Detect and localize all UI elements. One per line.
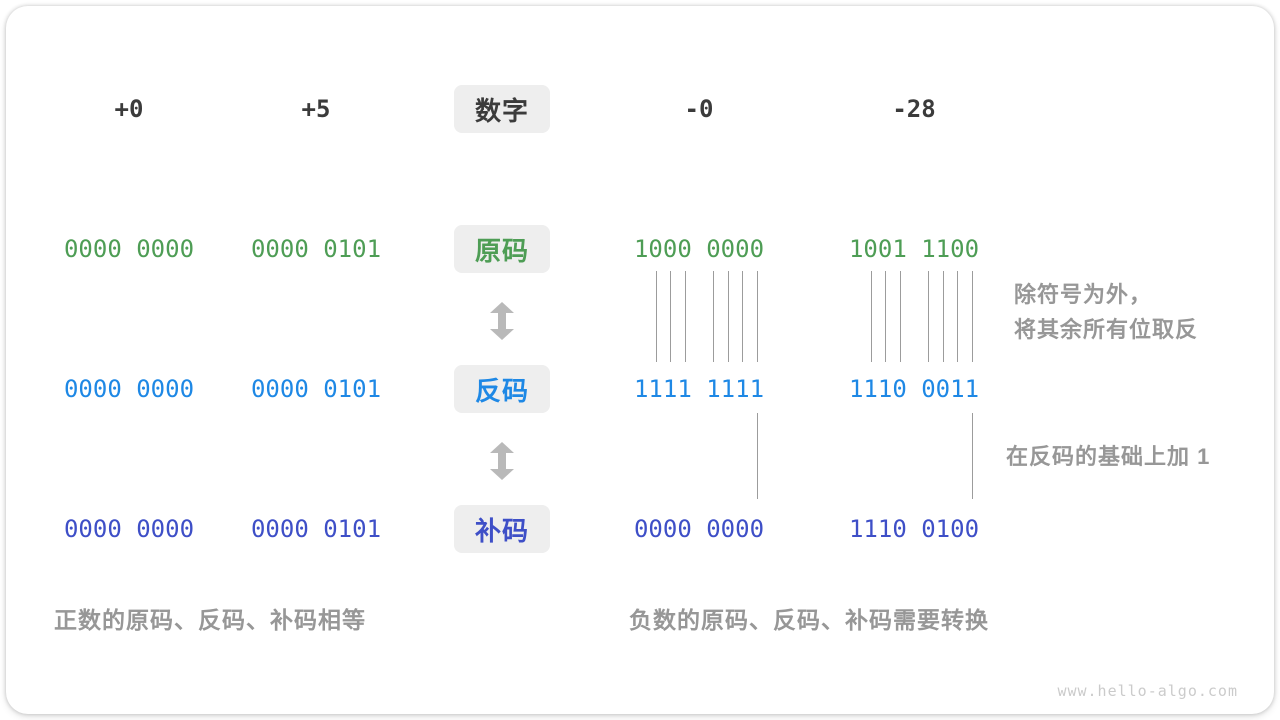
updown-arrow-icon <box>489 302 515 340</box>
tick-line <box>928 271 929 362</box>
label-twos-complement-badge: 补码 <box>454 505 550 553</box>
sign-magnitude-plus5: 0000 0101 <box>250 235 382 263</box>
label-number-badge: 数字 <box>454 85 550 133</box>
tick-line <box>742 271 743 362</box>
ones-complement-minus0: 1111 1111 <box>633 375 765 403</box>
watermark-text: www.hello-algo.com <box>1057 682 1238 700</box>
tick-line <box>656 271 657 362</box>
label-sign-magnitude-badge: 原码 <box>454 225 550 273</box>
add-one-line-minus0 <box>757 413 758 499</box>
tick-line <box>728 271 729 362</box>
header-value-minus0: -0 <box>684 95 714 123</box>
twos-complement-minus28: 1110 0100 <box>848 515 980 543</box>
ones-complement-minus28: 1110 0011 <box>848 375 980 403</box>
add-one-annotation: 在反码的基础上加 1 <box>1006 444 1211 469</box>
tick-line <box>957 271 958 362</box>
ones-complement-plus5: 0000 0101 <box>250 375 382 403</box>
sign-magnitude-plus0: 0000 0000 <box>63 235 195 263</box>
header-value-plus0: +0 <box>114 95 144 123</box>
tick-line <box>943 271 944 362</box>
sign-magnitude-minus0: 1000 0000 <box>633 235 765 263</box>
invert-annotation-line2: 将其余所有位取反 <box>1014 317 1199 342</box>
header-value-minus28: -28 <box>892 95 936 123</box>
tick-line <box>685 271 686 362</box>
sign-magnitude-minus28: 1001 1100 <box>848 235 980 263</box>
tick-line <box>713 271 714 362</box>
figure-card: +0 +5 数字 -0 -28 0000 0000 0000 0101 原码 1… <box>6 6 1274 714</box>
tick-line <box>885 271 886 362</box>
twos-complement-plus5: 0000 0101 <box>250 515 382 543</box>
header-value-plus5: +5 <box>301 95 331 123</box>
invert-annotation-line1: 除符号为外， <box>1014 282 1153 307</box>
tick-line <box>972 271 973 362</box>
ones-complement-plus0: 0000 0000 <box>63 375 195 403</box>
twos-complement-plus0: 0000 0000 <box>63 515 195 543</box>
updown-arrow-icon <box>489 442 515 480</box>
tick-line <box>871 271 872 362</box>
tick-line <box>757 271 758 362</box>
negative-caption: 负数的原码、反码、补码需要转换 <box>629 607 989 633</box>
tick-line <box>670 271 671 362</box>
label-ones-complement-badge: 反码 <box>454 365 550 413</box>
add-one-line-minus28 <box>972 413 973 499</box>
tick-line <box>900 271 901 362</box>
invert-annotation: 除符号为外， 将其余所有位取反 <box>1014 277 1198 347</box>
positive-caption: 正数的原码、反码、补码相等 <box>54 607 366 633</box>
twos-complement-minus0: 0000 0000 <box>633 515 765 543</box>
